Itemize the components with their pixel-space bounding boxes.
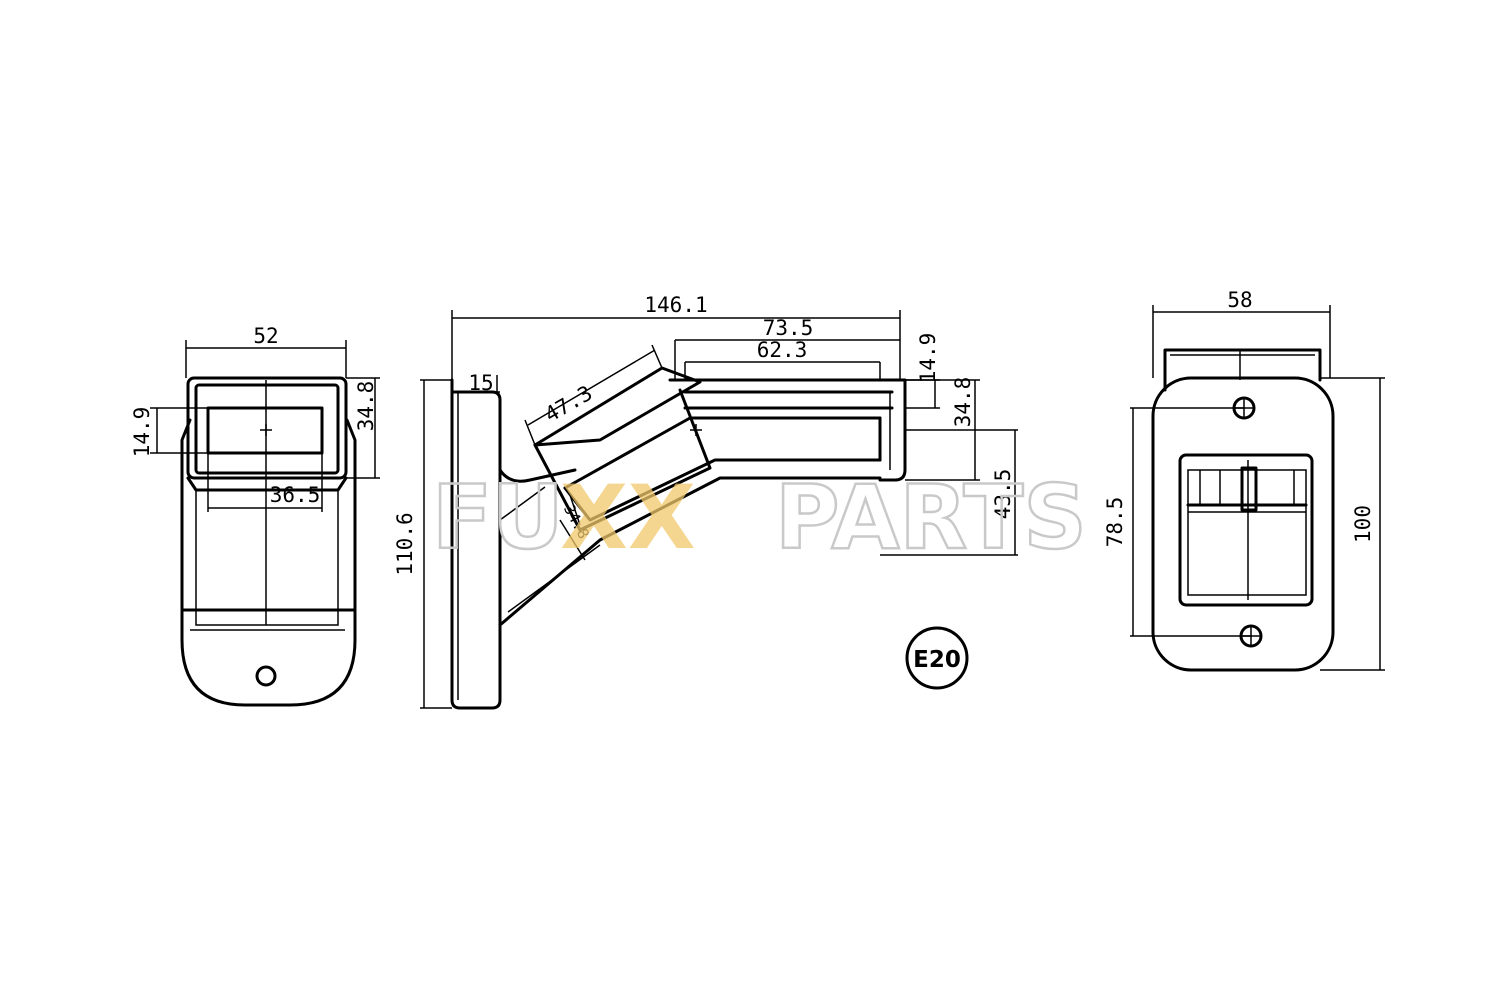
dim-front-block-height: 34.8	[354, 381, 378, 432]
dim-rear-hole-spacing: 78.5	[1103, 497, 1127, 548]
watermark-part-parts: PARTS	[775, 466, 1087, 569]
dim-rear-height: 100	[1351, 505, 1375, 543]
dim-side-overall-height: 110.6	[393, 512, 417, 575]
approval-mark: E20	[905, 626, 969, 690]
dim-side-lens-length: 62.3	[757, 338, 808, 362]
dim-side-housing-length: 73.5	[763, 316, 814, 340]
dim-front-lens-width: 36.5	[270, 483, 321, 507]
approval-mark-label: E20	[913, 647, 961, 673]
watermark-logo: FU XX PARTS	[431, 465, 1088, 571]
watermark-part-fu: FU	[432, 466, 564, 569]
dim-side-inclined-length: 47.3	[541, 381, 597, 427]
front-view	[150, 340, 380, 707]
dim-front-lens-height: 14.9	[130, 407, 154, 458]
watermark-part-xx: XX	[560, 466, 696, 569]
dim-side-base-thickness: 15	[468, 371, 493, 395]
side-view	[420, 310, 1018, 710]
dim-side-arm-offset: 43.5	[991, 469, 1015, 520]
dim-side-housing-height: 34.8	[951, 377, 975, 428]
dim-side-overall-length: 146.1	[644, 293, 707, 317]
rear-view	[1130, 305, 1385, 672]
dim-rear-width: 58	[1227, 288, 1252, 312]
dim-side-lens-height: 14.9	[916, 333, 940, 384]
dim-front-width: 52	[253, 324, 278, 348]
